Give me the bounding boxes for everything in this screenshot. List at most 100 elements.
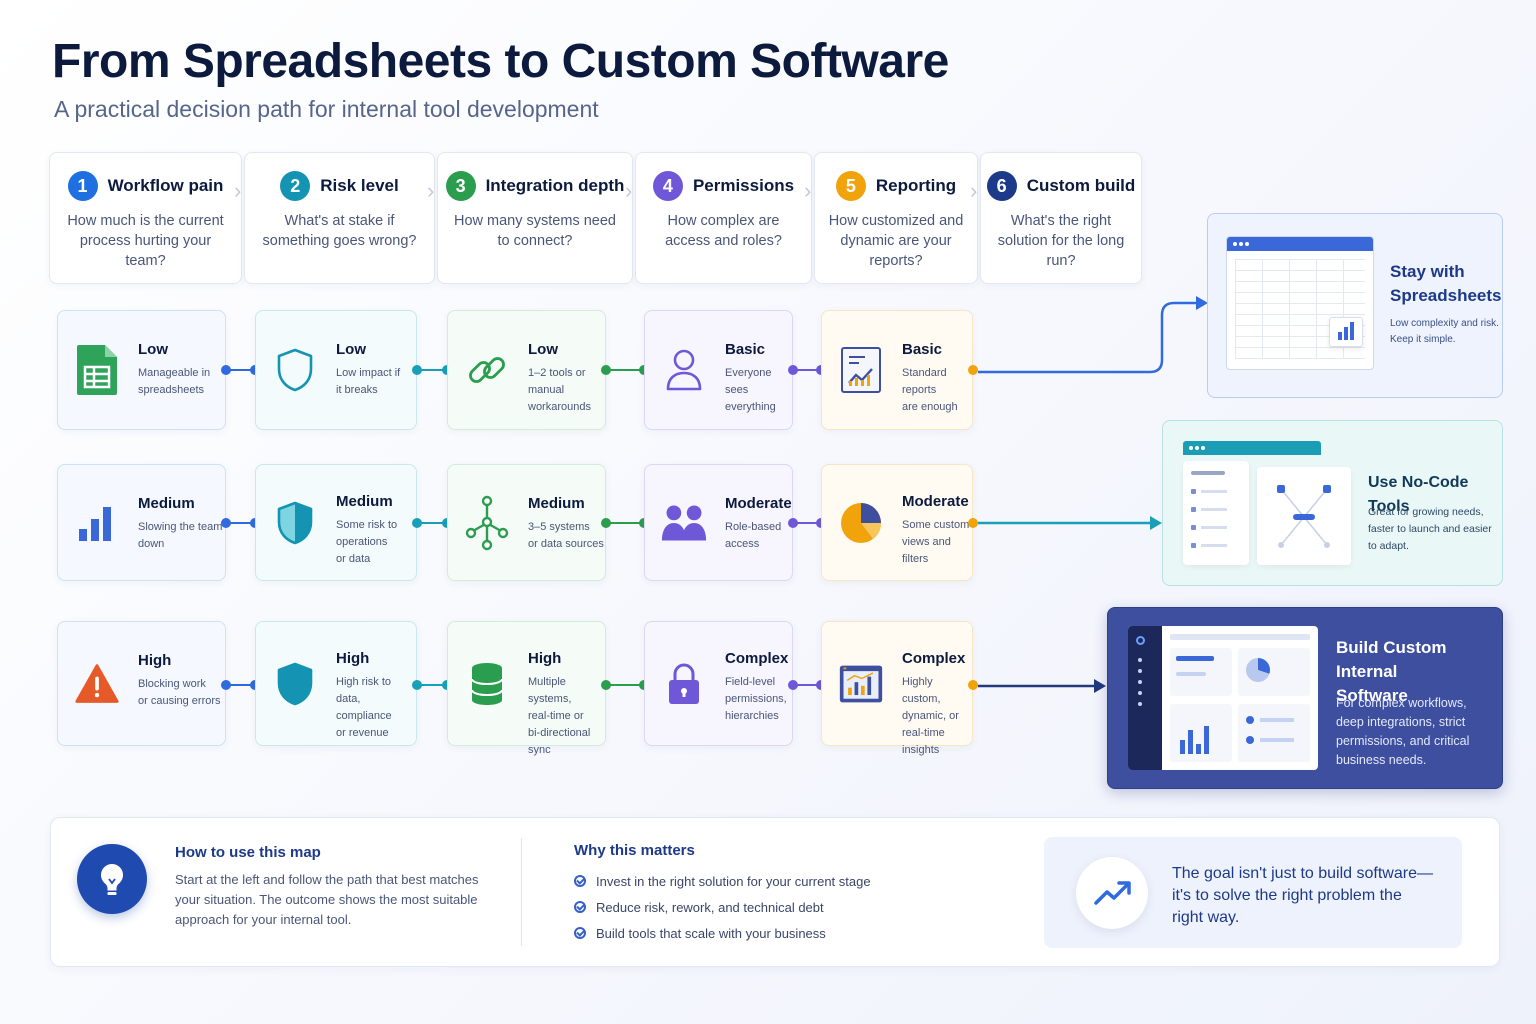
why-matters-title: Why this matters — [574, 842, 695, 859]
option-description: Standard reports — [902, 367, 947, 396]
outcome-custom-software[interactable]: Build Custom Internal Software For compl… — [1107, 607, 1503, 789]
check-circle-icon — [574, 927, 586, 939]
option-description: Slowing the team — [138, 521, 223, 533]
connector-line — [793, 684, 821, 686]
step-number-badge: 3 — [445, 171, 476, 201]
option-level: Low — [528, 341, 558, 358]
connector-line — [793, 369, 821, 371]
option-description: manual workarounds — [528, 384, 591, 413]
option-description: Some custom — [902, 519, 970, 531]
chevron-right-icon: › — [970, 178, 978, 203]
option-description: access — [725, 538, 760, 550]
connector-dot — [412, 365, 422, 375]
option-description: Highly custom, — [902, 676, 941, 705]
dashboard-icon — [838, 661, 884, 707]
connector-line — [417, 684, 447, 686]
option-description: are enough — [902, 401, 958, 413]
option-level: High — [528, 650, 562, 667]
check-circle-icon — [574, 901, 586, 913]
step-number-badge: 1 — [67, 171, 98, 201]
outcome-spreadsheets[interactable]: Stay with Spreadsheets Low complexity an… — [1207, 213, 1503, 398]
option-description: views and — [902, 536, 951, 548]
lock-icon — [661, 661, 707, 707]
connector-line — [417, 522, 447, 524]
connector-dot — [601, 365, 611, 375]
shield-outline-icon — [272, 347, 318, 393]
option-description: permissions, — [725, 693, 787, 705]
step-title: Reporting — [875, 176, 957, 195]
option-description: it breaks — [336, 384, 378, 396]
option-description: real-time insights — [902, 727, 945, 756]
step-number-badge: 5 — [835, 171, 866, 201]
step-title: Custom build — [1026, 176, 1136, 195]
page-title: From Spreadsheets to Custom Software — [52, 35, 949, 88]
how-to-use-text: approach for your internal tool. — [175, 912, 352, 927]
option-description: operations — [336, 536, 388, 548]
option-description: or causing errors — [138, 695, 221, 707]
option-description: or revenue — [336, 727, 389, 739]
chevron-right-icon: › — [427, 178, 435, 203]
outcome-custom-title: Software — [1336, 686, 1408, 705]
connector-line — [226, 684, 255, 686]
database-icon — [464, 661, 510, 707]
warning-icon — [74, 661, 120, 707]
shield-filled-icon — [272, 661, 318, 707]
option-description: or data — [336, 553, 371, 565]
trend-up-icon — [1076, 857, 1148, 929]
bar-chart-icon — [74, 500, 120, 546]
connector-dot — [788, 680, 798, 690]
outcome-custom-desc: deep integrations, strict — [1336, 715, 1466, 729]
check-circle-icon — [574, 875, 586, 887]
step-question: How much is the current process hurting … — [67, 213, 224, 269]
outcome-spreadsheets-title: Stay with — [1390, 262, 1465, 281]
option-description: Role-based — [725, 521, 782, 533]
option-description: Manageable in — [138, 367, 211, 379]
outcome-spreadsheets-desc: Low complexity and risk. — [1390, 318, 1499, 329]
option-level: Medium — [528, 495, 585, 512]
outcome-no-code[interactable]: Use No-Code Tools Great for growing need… — [1162, 420, 1503, 586]
outcome-no-code-title: Use No-Code Tools — [1368, 474, 1469, 515]
option-level: Moderate — [725, 495, 792, 512]
network-icon — [464, 495, 510, 550]
connector-line — [793, 522, 821, 524]
connector-line — [226, 369, 255, 371]
connector-line — [417, 369, 447, 371]
option-description: bi-directional sync — [528, 727, 591, 756]
no-code-list-panel — [1183, 461, 1249, 565]
option-level: Low — [336, 341, 366, 358]
panel-divider — [521, 838, 522, 946]
outcome-no-code-desc: faster to launch and easier — [1368, 523, 1492, 535]
users-icon — [661, 500, 707, 546]
outcome-custom-title: Build Custom Internal — [1336, 638, 1447, 681]
link-icon — [464, 347, 510, 393]
no-code-flow-panel — [1257, 467, 1351, 565]
spreadsheet-illustration — [1226, 236, 1374, 370]
connector-dot — [968, 680, 978, 690]
step-title: Permissions — [692, 176, 795, 195]
option-description: spreadsheets — [138, 384, 205, 396]
how-to-use-text: your situation. The outcome shows the mo… — [175, 892, 478, 907]
step-number-badge: 2 — [280, 171, 311, 201]
step-title: Integration depth — [485, 176, 625, 195]
option-level: Complex — [725, 650, 789, 667]
chevron-right-icon: › — [234, 178, 242, 203]
chevron-right-icon: › — [625, 178, 633, 203]
